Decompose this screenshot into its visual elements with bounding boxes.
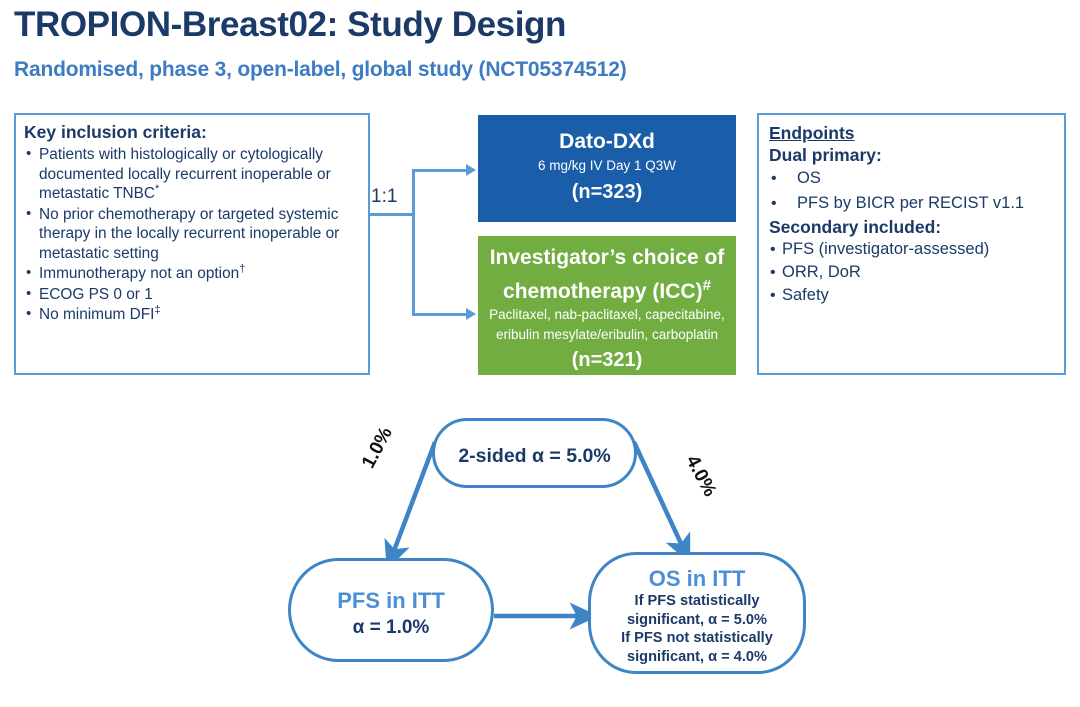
list-item: ORR, DoR: [769, 261, 1064, 284]
randomisation-ratio-label: 1:1: [371, 186, 398, 207]
arm-name: Dato-DXd: [559, 130, 655, 153]
list-item: ECOG PS 0 or 1: [24, 284, 361, 305]
list-item: PFS (investigator-assessed): [769, 238, 1064, 261]
alpha-top-label: 2-sided α = 5.0%: [458, 445, 611, 467]
arm1-arrow-icon: [466, 164, 476, 176]
os-node-detail-line3: If PFS not statistically: [621, 630, 773, 646]
arm-sample-size: (n=323): [571, 181, 643, 203]
inclusion-criteria-title: Key inclusion criteria:: [24, 122, 207, 142]
list-item: Safety: [769, 284, 1064, 307]
arm-dose-line2: eribulin mesylate/eribulin, carboplatin: [495, 327, 719, 342]
icc-footnote-marker: #: [702, 277, 711, 294]
list-item: No prior chemotherapy or targeted system…: [24, 204, 361, 264]
list-item: Patients with histologically or cytologi…: [24, 144, 361, 204]
arm-dose-line1: Paclitaxel, nab-paclitaxel, capecitabine…: [489, 307, 725, 322]
arm-name-line2: chemotherapy (ICC)#: [503, 277, 711, 303]
pfs-itt-node: PFS in ITT α = 1.0%: [288, 558, 494, 662]
pfs-node-detail: α = 1.0%: [352, 617, 430, 638]
arm1-connector-line: [412, 169, 468, 172]
arm-sample-size: (n=321): [571, 349, 643, 371]
inclusion-criteria-list: Patients with histologically or cytologi…: [16, 144, 368, 325]
inclusion-criteria-panel: Key inclusion criteria: Patients with hi…: [14, 113, 370, 375]
arm-dose: 6 mg/kg IV Day 1 Q3W: [537, 158, 677, 173]
os-itt-node: OS in ITT If PFS statistically significa…: [588, 552, 806, 674]
page-title: TROPION-Breast02: Study Design: [14, 5, 566, 44]
os-node-title: OS in ITT: [648, 566, 746, 591]
alpha-left-edge-label: 1.0%: [358, 423, 397, 472]
alpha-top-node: 2-sided α = 5.0%: [432, 418, 637, 488]
randomisation-connector-stub: [370, 213, 414, 216]
arm2-connector-line: [412, 313, 468, 316]
list-item: OS: [769, 166, 1064, 191]
pfs-node-title: PFS in ITT: [337, 588, 445, 613]
endpoints-primary-list: OS PFS by BICR per RECIST v1.1: [759, 166, 1064, 216]
os-node-detail-line4: significant, α = 4.0%: [627, 648, 767, 665]
treatment-arm-icc: Investigator’s choice of chemotherapy (I…: [478, 236, 736, 375]
endpoints-panel: Endpoints Dual primary: OS PFS by BICR p…: [757, 113, 1066, 375]
endpoints-title: Endpoints: [769, 123, 855, 143]
endpoints-primary-heading: Dual primary:: [769, 145, 882, 165]
list-item: PFS by BICR per RECIST v1.1: [769, 191, 1064, 216]
list-item: No minimum DFI‡: [24, 304, 361, 325]
list-item: Immunotherapy not an option†: [24, 263, 361, 284]
treatment-arm-dato-dxd: Dato-DXd 6 mg/kg IV Day 1 Q3W (n=323): [478, 115, 736, 222]
endpoints-secondary-heading: Secondary included:: [769, 217, 942, 237]
arm2-arrow-icon: [466, 308, 476, 320]
endpoints-secondary-list: PFS (investigator-assessed) ORR, DoR Saf…: [759, 238, 1064, 307]
os-node-detail-line1: If PFS statistically: [634, 593, 760, 609]
arm-name-line1: Investigator’s choice of: [489, 246, 725, 269]
os-node-detail-line2: significant, α = 5.0%: [627, 611, 767, 628]
randomisation-connector-riser: [412, 170, 415, 316]
page-subtitle: Randomised, phase 3, open-label, global …: [14, 58, 627, 81]
alpha-right-edge-label: 4.0%: [681, 452, 721, 501]
